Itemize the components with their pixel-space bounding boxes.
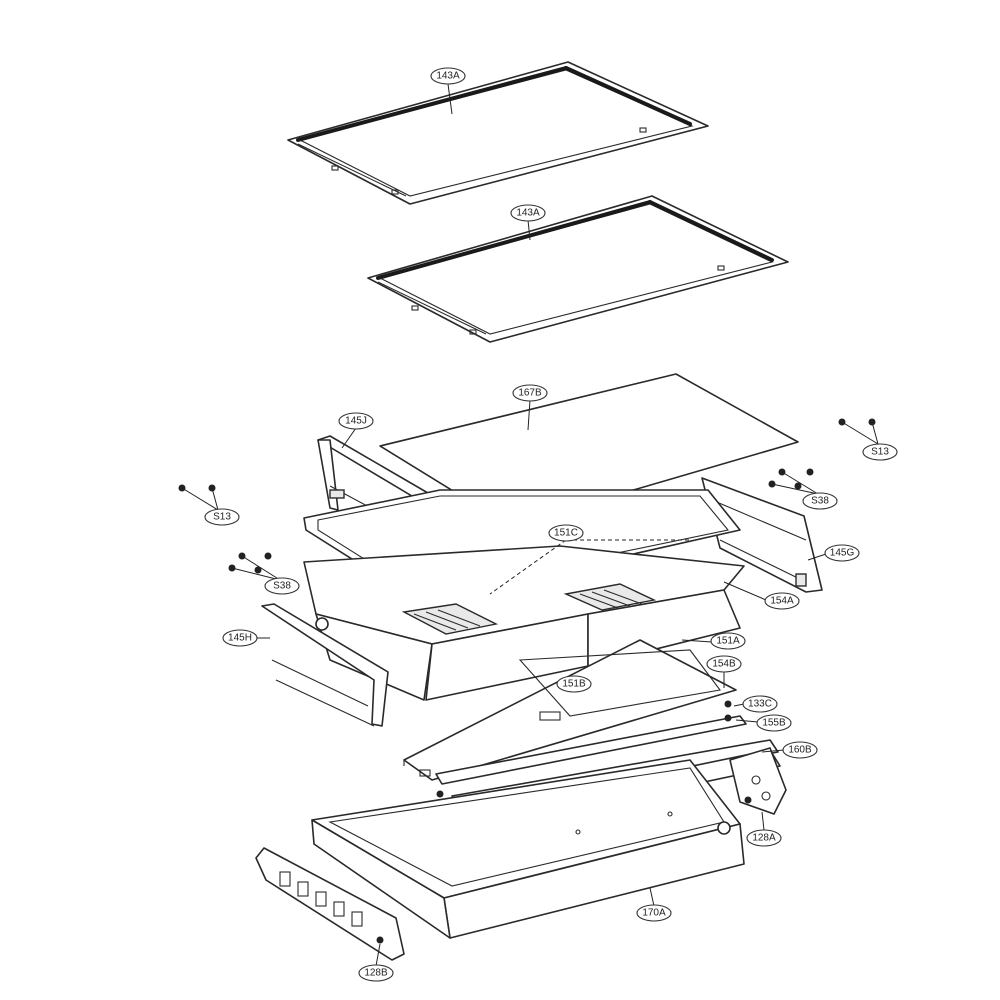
svg-text:154A: 154A <box>770 596 794 607</box>
svg-text:143A: 143A <box>436 71 460 82</box>
callout-151B: 151B <box>556 675 592 693</box>
callout-154A: 154A <box>764 592 800 610</box>
callout-143A-top: 143A <box>430 67 466 85</box>
svg-text:128A: 128A <box>752 833 776 844</box>
callout-S38-left: S38 <box>264 577 300 595</box>
callout-133C: 133C <box>742 695 778 713</box>
callout-128A: 128A <box>746 829 782 847</box>
svg-text:145J: 145J <box>345 416 367 427</box>
svg-text:160B: 160B <box>788 745 812 756</box>
svg-text:170A: 170A <box>642 908 666 919</box>
lower-drawer-170A <box>311 759 745 939</box>
svg-text:151A: 151A <box>716 636 740 647</box>
svg-text:S13: S13 <box>871 447 889 458</box>
crisper-drawer-154A <box>303 545 745 701</box>
side-bracket-145H <box>261 603 389 727</box>
callout-160B: 160B <box>782 741 818 759</box>
svg-text:128B: 128B <box>364 968 388 979</box>
callouts: 143A 143A 167B 145J S13 S13 S38 S38 <box>204 67 898 982</box>
screw-set-S38-right <box>768 468 819 495</box>
slide-bracket-128B <box>255 847 405 961</box>
callout-151C: 151C <box>548 524 584 542</box>
callout-128B: 128B <box>358 964 394 982</box>
svg-text:145H: 145H <box>228 633 252 644</box>
callout-145G: 145G <box>824 544 860 562</box>
screw-set-S13-left <box>178 484 219 511</box>
svg-text:151C: 151C <box>554 528 578 539</box>
shelf-frame-top <box>287 61 709 205</box>
callout-170A: 170A <box>636 904 672 922</box>
slide-bracket-128A <box>729 747 787 815</box>
shelf-frame-middle <box>367 195 789 343</box>
screw-set-S13-right <box>838 418 879 445</box>
svg-text:155B: 155B <box>762 718 786 729</box>
svg-text:151B: 151B <box>562 679 586 690</box>
callout-S38-right: S38 <box>802 492 838 510</box>
callout-167B: 167B <box>512 384 548 402</box>
svg-text:S38: S38 <box>273 581 291 592</box>
callout-143A-middle: 143A <box>510 204 546 222</box>
screw-set-S38-left <box>228 552 281 581</box>
svg-text:133C: 133C <box>748 699 772 710</box>
leader-lines <box>256 83 827 967</box>
svg-text:167B: 167B <box>518 388 542 399</box>
callout-145H: 145H <box>222 629 258 647</box>
svg-text:S13: S13 <box>213 512 231 523</box>
callout-154B: 154B <box>706 655 742 673</box>
svg-text:S38: S38 <box>811 496 829 507</box>
svg-text:143A: 143A <box>516 208 540 219</box>
callout-S13-right: S13 <box>862 443 898 461</box>
callout-155B: 155B <box>756 714 792 732</box>
svg-text:145G: 145G <box>830 548 855 559</box>
callout-151A: 151A <box>710 632 746 650</box>
svg-text:154B: 154B <box>712 659 736 670</box>
callout-S13-left: S13 <box>204 508 240 526</box>
callout-145J: 145J <box>338 412 374 430</box>
side-bracket-145G <box>701 477 823 593</box>
